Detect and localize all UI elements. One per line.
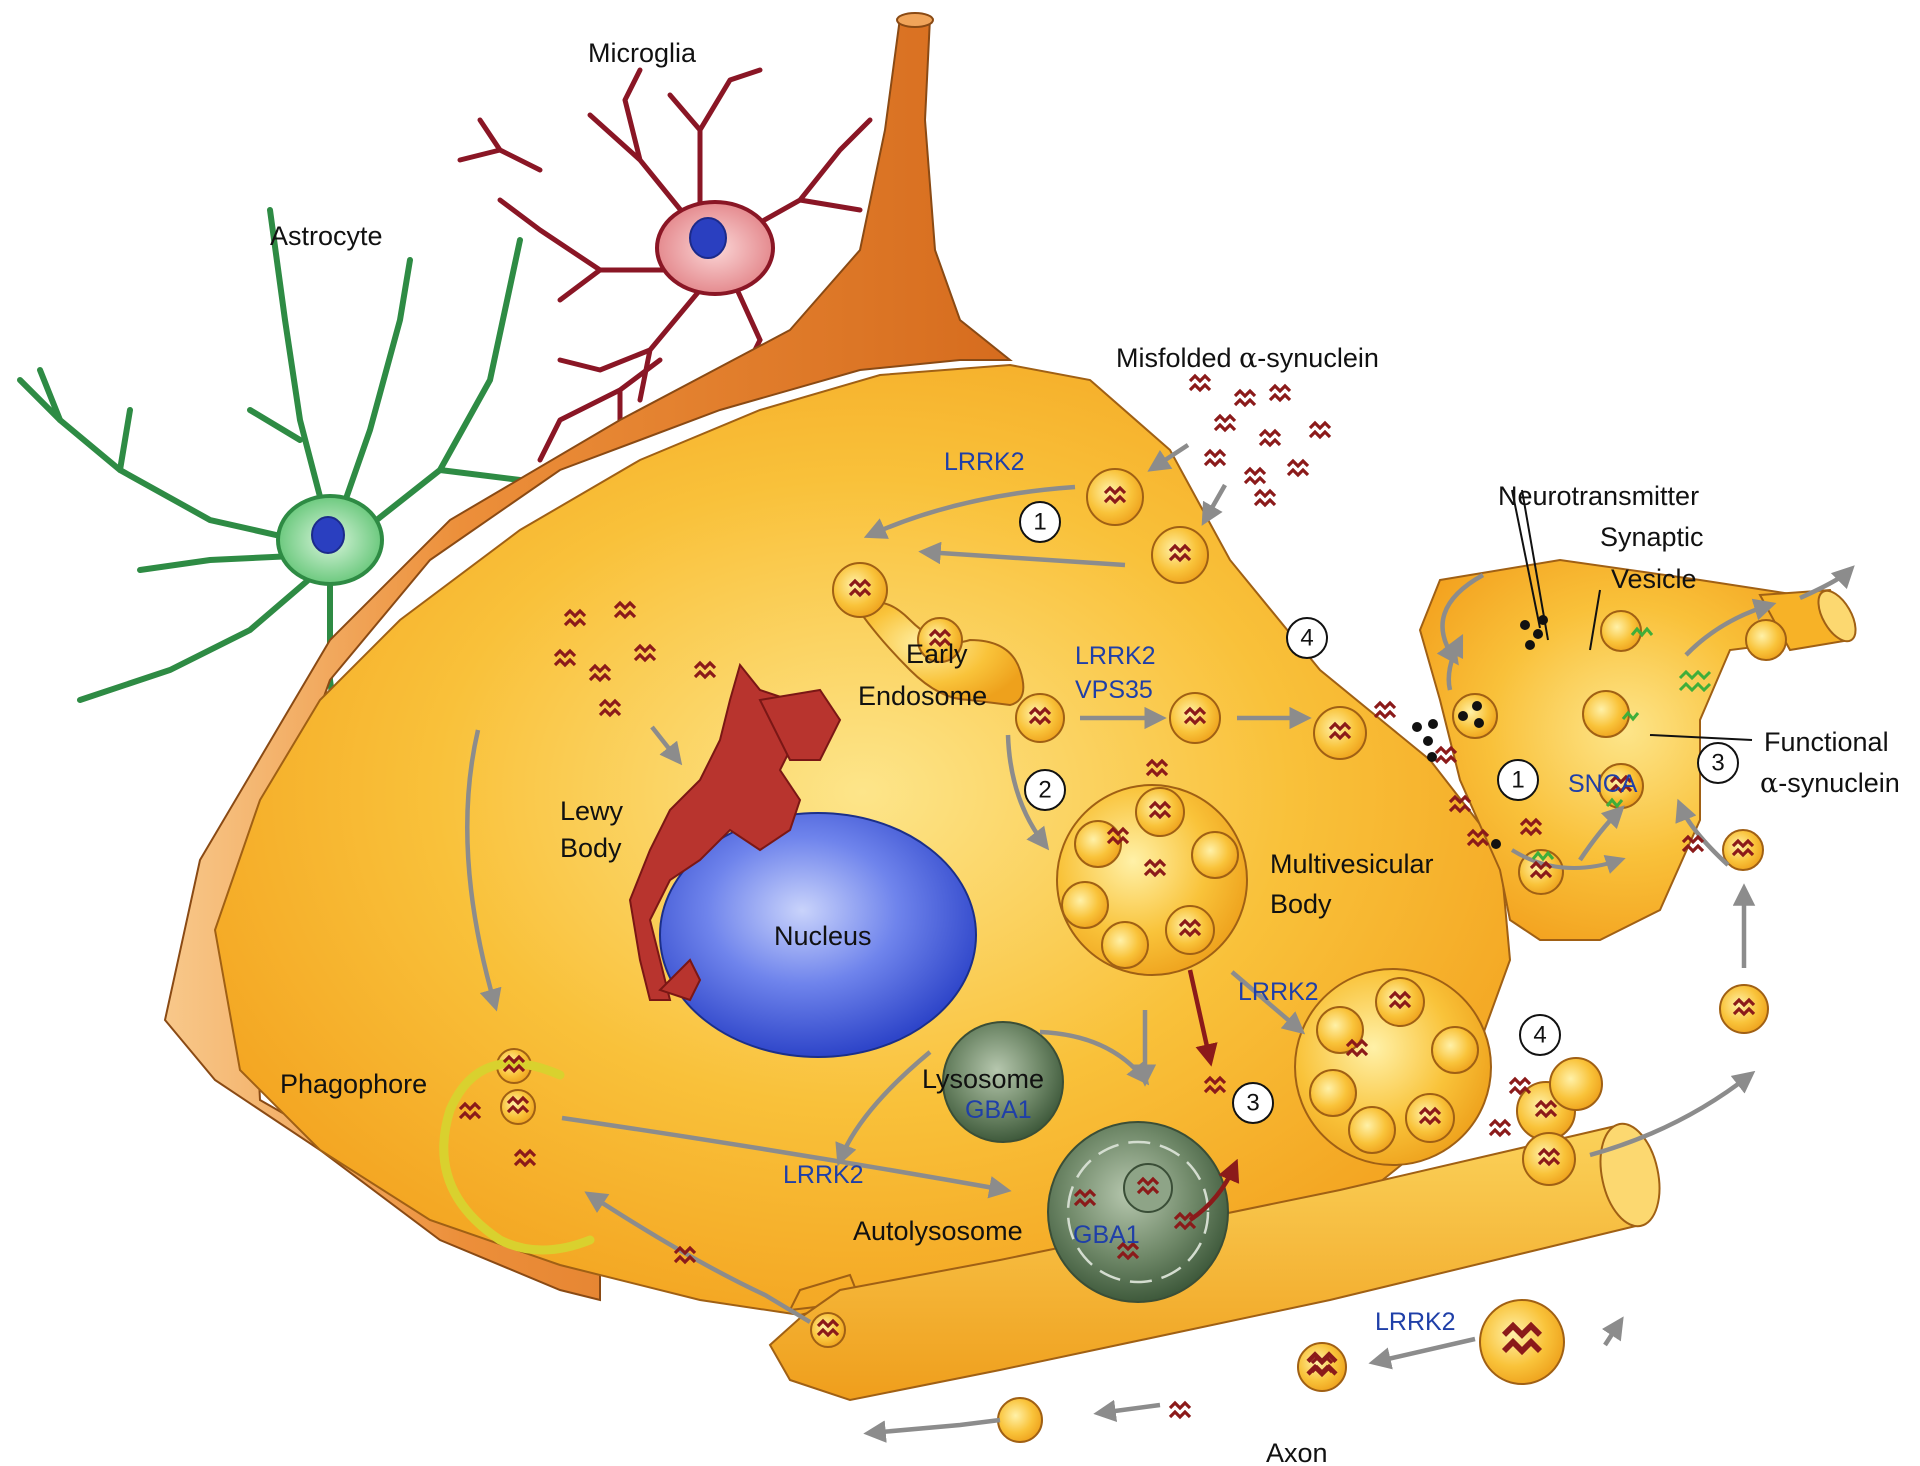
step-2: 2 xyxy=(1038,777,1051,804)
multivesicular-body xyxy=(1056,784,1248,976)
gene-gba1-autolysosome: GBA1 xyxy=(1073,1221,1140,1249)
label-body: Body xyxy=(560,833,622,863)
vesicles xyxy=(496,468,1787,1443)
label-endosome: Endosome xyxy=(858,681,987,711)
multivesicular-body-lower xyxy=(1294,968,1492,1166)
astrocyte-body xyxy=(276,494,384,586)
labels: Microglia Astrocyte Misfolded α-synuclei… xyxy=(270,38,1900,1466)
label-axon: Axon xyxy=(1266,1438,1328,1466)
phagophore xyxy=(439,1058,595,1255)
gene-lrrk2-low: LRRK2 xyxy=(783,1161,864,1189)
step-1-soma: 1 xyxy=(1033,509,1046,536)
autolysosome xyxy=(1047,1121,1229,1303)
early-endosome xyxy=(832,562,1025,707)
lewy-body xyxy=(628,662,842,1002)
transport-arrows xyxy=(465,443,1855,1443)
gene-snca: SNCA xyxy=(1568,770,1638,798)
neurotransmitter-dots xyxy=(1412,615,1548,849)
label-synaptic: Synaptic xyxy=(1600,522,1704,552)
gene-vps35: VPS35 xyxy=(1075,676,1153,704)
label-multivesicular: Multivesicular xyxy=(1270,849,1434,879)
label-astrocyte: Astrocyte xyxy=(270,221,383,251)
leader-lines xyxy=(1511,489,1753,741)
axon-vesicle-large xyxy=(1479,1299,1565,1385)
step-4-soma: 4 xyxy=(1300,625,1313,652)
microglia-cell xyxy=(457,67,873,463)
label-neurotransmitter: Neurotransmitter xyxy=(1498,481,1699,511)
aggregation-arrows xyxy=(1187,969,1240,1222)
label-vesicle: Vesicle xyxy=(1611,564,1697,594)
gene-lrrk2-mvb: LRRK2 xyxy=(1238,978,1319,1006)
functional-alpha-synuclein-icon xyxy=(1531,626,1712,862)
gene-labels: LRRK2 LRRK2 VPS35 SNCA LRRK2 GBA1 LRRK2 … xyxy=(783,448,1638,1336)
step-4-mvb: 4 xyxy=(1533,1022,1546,1049)
label-autolysosome: Autolysosome xyxy=(853,1216,1023,1246)
microglia-body xyxy=(655,200,775,296)
nucleus xyxy=(659,812,977,1058)
label-functional: Functional xyxy=(1764,727,1889,757)
step-1-synapse: 1 xyxy=(1511,767,1524,794)
label-microglia: Microglia xyxy=(588,38,697,68)
gene-lrrk2-top: LRRK2 xyxy=(944,448,1025,476)
label-lysosome: Lysosome xyxy=(922,1064,1044,1094)
label-lewy: Lewy xyxy=(560,796,624,826)
label-early: Early xyxy=(906,639,968,669)
label-mvb-body: Body xyxy=(1270,889,1332,919)
step-numbers: 1 4 2 1 3 4 3 xyxy=(1033,509,1724,1117)
label-misfolded-alpha-synuclein: Misfolded α-synuclein xyxy=(1116,343,1379,374)
label-functional-alpha-synuclein: α-synuclein xyxy=(1760,768,1900,799)
step-markers xyxy=(1019,501,1739,1124)
gene-gba1-lysosome: GBA1 xyxy=(965,1096,1032,1124)
gene-lrrk2-axon: LRRK2 xyxy=(1375,1308,1456,1336)
step-3-autolysosome: 3 xyxy=(1246,1090,1259,1117)
label-nucleus: Nucleus xyxy=(774,921,872,951)
lysosome xyxy=(942,1021,1064,1143)
label-phagophore: Phagophore xyxy=(280,1069,427,1099)
gene-lrrk2-mid: LRRK2 xyxy=(1075,642,1156,670)
step-3-synapse: 3 xyxy=(1711,750,1724,777)
